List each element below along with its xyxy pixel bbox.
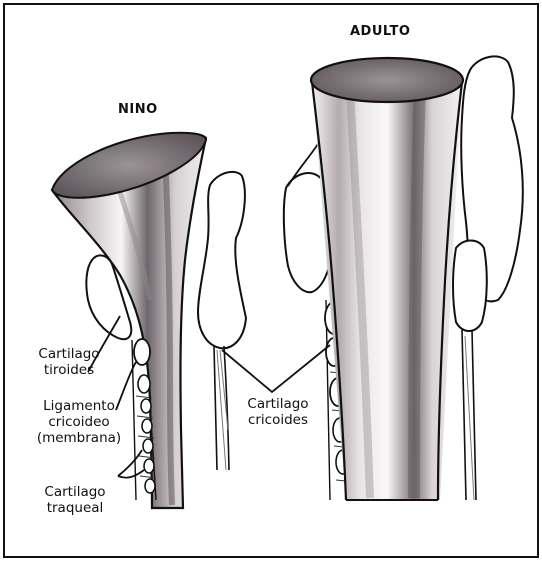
label-cricoid-cartilage: Cartilago cricoides: [238, 396, 318, 428]
adult-larynx: [284, 56, 523, 500]
label-tracheal-cartilage: Cartilago traqueal: [32, 484, 118, 516]
child-thyroid-back: [198, 172, 246, 348]
label-ligament-line-1: Ligamento: [30, 398, 128, 414]
label-tracheal-line-1: Cartilago: [32, 484, 118, 500]
adult-airway-opening: [311, 58, 463, 102]
label-ligament-line-2: cricoideo: [30, 414, 128, 430]
label-ligament-line-3: (membrana): [30, 430, 128, 446]
adult-title: ADULTO: [350, 24, 410, 40]
label-cricoid-line-2: cricoides: [238, 412, 318, 428]
label-tracheal-line-2: traqueal: [32, 500, 118, 516]
label-thyroid-cartilage: Cartilago tiroides: [28, 346, 110, 378]
child-larynx: [52, 133, 246, 508]
label-cricoid-line-1: Cartilago: [238, 396, 318, 412]
label-cricoid-ligament: Ligamento cricoideo (membrana): [30, 398, 128, 446]
label-thyroid-line-2: tiroides: [28, 362, 110, 378]
label-thyroid-line-1: Cartilago: [28, 346, 110, 362]
child-title: NINO: [118, 102, 158, 118]
